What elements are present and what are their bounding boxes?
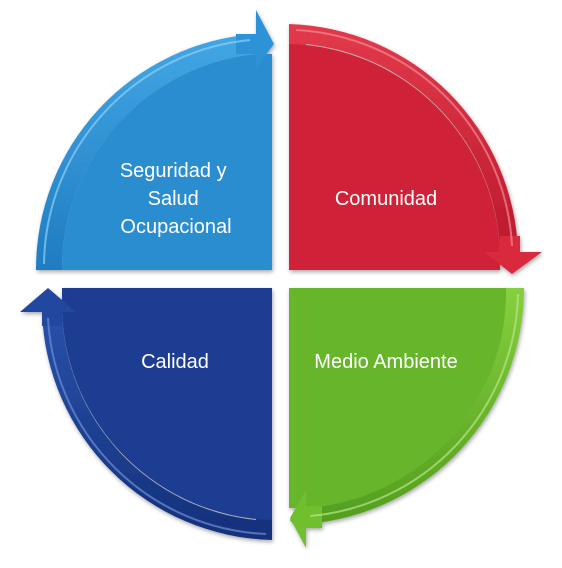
label-line: Seguridad y xyxy=(120,160,227,182)
quadrant-comunidad: Comunidad xyxy=(289,24,542,274)
quadrant-top-left-fill xyxy=(61,54,272,270)
quadrant-bottom-right-label: Medio Ambiente xyxy=(314,351,457,373)
label-line: Salud xyxy=(148,188,199,210)
quadrant-top-right-highlight xyxy=(295,29,513,247)
quadrant-top-right-label: Comunidad xyxy=(335,188,437,210)
quadrant-top-right-fill xyxy=(289,44,500,270)
arrow-top-right-icon xyxy=(484,236,542,274)
quadrant-top-left-label: Seguridad y Salud Ocupacional xyxy=(120,160,232,238)
arrow-top-left-icon xyxy=(236,10,274,68)
label-line: Medio Ambiente xyxy=(314,351,457,373)
arrow-bottom-left-icon xyxy=(20,288,76,326)
quadrant-seguridad: Seguridad y Salud Ocupacional xyxy=(35,10,274,270)
arrow-bottom-right-icon xyxy=(290,490,322,548)
quadrant-bottom-left-highlight xyxy=(47,317,267,535)
quadrant-top-left-highlight xyxy=(43,39,251,265)
quadrant-bottom-right-highlight xyxy=(309,293,519,517)
quadrant-bottom-left-label: Calidad xyxy=(141,351,209,373)
quadrant-calidad: Calidad xyxy=(20,288,272,540)
quadrant-bottom-left-fill xyxy=(62,288,272,520)
label-line: Comunidad xyxy=(335,188,437,210)
label-line: Ocupacional xyxy=(120,216,231,238)
quadrant-bottom-right-fill xyxy=(289,288,507,508)
label-line: Calidad xyxy=(141,351,209,373)
quadrant-medio-ambiente: Medio Ambiente xyxy=(289,288,525,548)
